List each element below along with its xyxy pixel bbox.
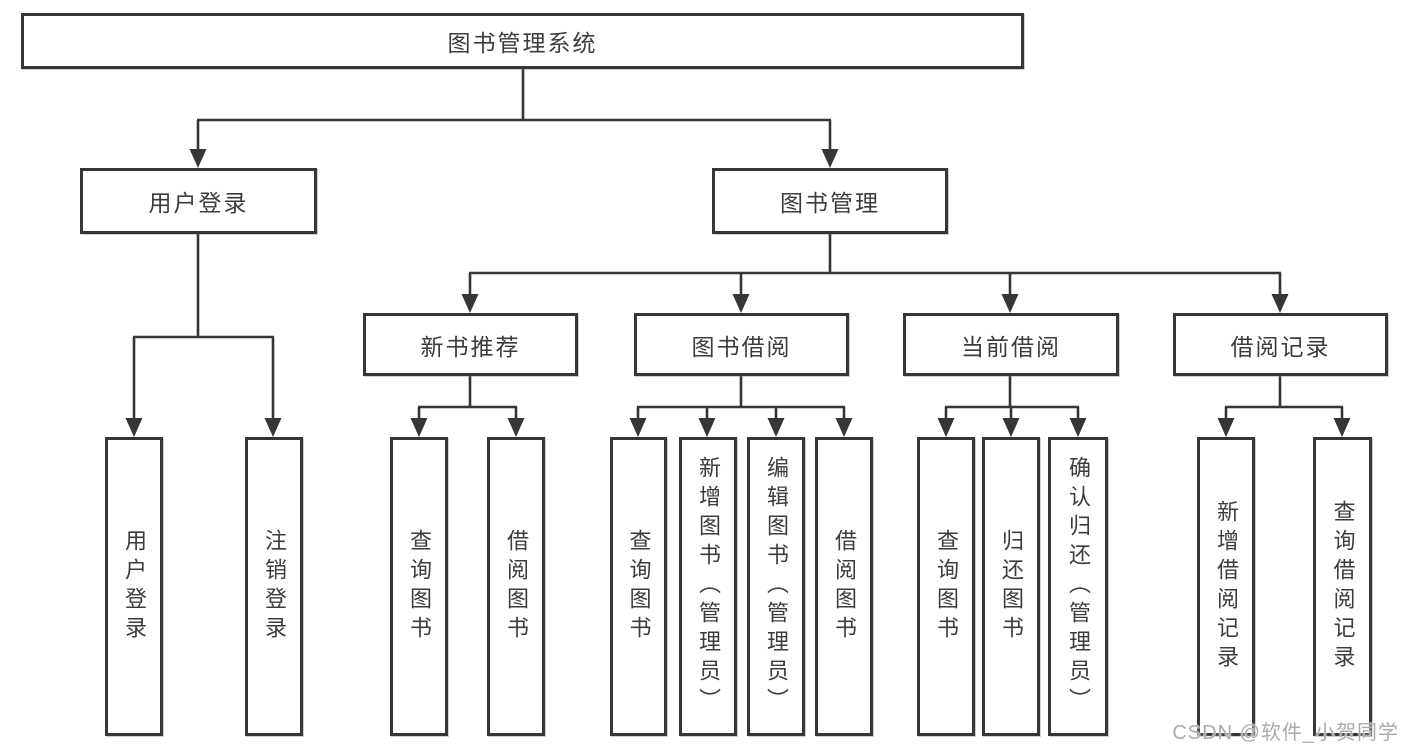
leaf-user-login: 用户登录 xyxy=(105,437,163,736)
node-book-borrow-label: 图书借阅 xyxy=(691,333,792,360)
leaf-borrow-book: 借阅图书 xyxy=(815,437,873,736)
leaf-newbooks-borrow: 借阅图书 xyxy=(487,437,545,736)
leaf-borrow-add-book: 新增图书（管理员） xyxy=(679,437,737,736)
leaf-return-book: 归还图书 xyxy=(982,437,1040,736)
node-book-management: 图书管理 xyxy=(712,168,948,234)
arrowheads xyxy=(125,149,1351,437)
node-borrow-records: 借阅记录 xyxy=(1173,313,1388,376)
leaf-borrow-edit-book-label: 编辑图书（管理员） xyxy=(764,456,789,717)
node-user-login: 用户登录 xyxy=(80,168,317,234)
csdn-watermark: CSDN @软件_小贺同学 xyxy=(1172,722,1399,744)
node-current-borrow: 当前借阅 xyxy=(903,313,1119,376)
leaf-confirm-return: 确认归还（管理员） xyxy=(1048,437,1108,736)
leaf-query-borrow-record-label: 查询借阅记录 xyxy=(1330,499,1356,674)
leaf-add-borrow-record-label: 新增借阅记录 xyxy=(1214,499,1239,674)
leaf-borrow-add-book-label: 新增图书（管理员） xyxy=(696,456,721,717)
leaf-logout: 注销登录 xyxy=(245,437,303,736)
node-new-book-recommend: 新书推荐 xyxy=(363,313,578,376)
leaf-newbooks-borrow-label: 借阅图书 xyxy=(504,528,529,645)
leaf-logout-label: 注销登录 xyxy=(262,528,287,645)
node-new-book-recommend-label: 新书推荐 xyxy=(420,333,521,360)
leaf-borrow-query: 查询图书 xyxy=(610,437,667,736)
leaf-current-query: 查询图书 xyxy=(917,437,975,736)
node-book-borrow: 图书借阅 xyxy=(634,313,849,376)
leaf-query-borrow-record: 查询借阅记录 xyxy=(1313,437,1372,736)
leaf-borrow-query-label: 查询图书 xyxy=(626,528,652,645)
leaf-user-login-label: 用户登录 xyxy=(122,528,147,645)
leaf-borrow-book-label: 借阅图书 xyxy=(832,528,857,645)
leaf-add-borrow-record: 新增借阅记录 xyxy=(1197,437,1255,736)
leaf-current-query-label: 查询图书 xyxy=(934,528,959,645)
leaf-return-book-label: 归还图书 xyxy=(999,528,1024,645)
leaf-confirm-return-label: 确认归还（管理员） xyxy=(1066,456,1091,717)
node-root-library-system: 图书管理系统 xyxy=(21,13,1024,69)
leaf-newbooks-query-label: 查询图书 xyxy=(407,528,432,645)
node-book-management-label: 图书管理 xyxy=(780,190,880,216)
node-user-login-label: 用户登录 xyxy=(148,190,249,216)
node-root-label: 图书管理系统 xyxy=(447,30,598,56)
leaf-borrow-edit-book: 编辑图书（管理员） xyxy=(747,437,805,736)
connector-path xyxy=(132,69,1344,420)
node-borrow-records-label: 借阅记录 xyxy=(1230,333,1331,360)
node-current-borrow-label: 当前借阅 xyxy=(961,333,1061,360)
leaf-newbooks-query: 查询图书 xyxy=(390,437,448,736)
